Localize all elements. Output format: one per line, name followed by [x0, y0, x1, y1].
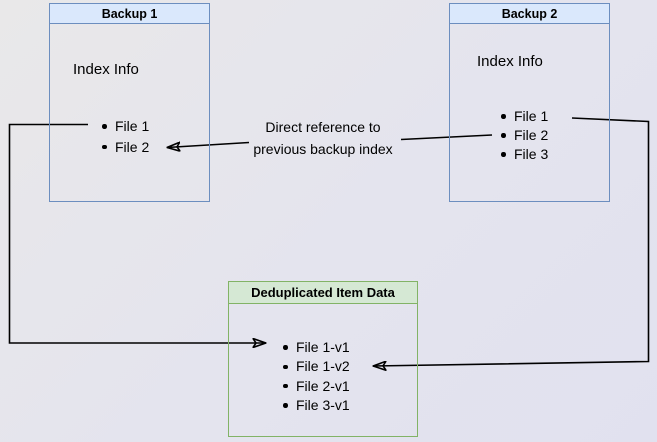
file-item: File 1 — [500, 107, 548, 126]
backup1-box: Backup 1 — [49, 3, 210, 202]
connector-direct-reference-arrow — [167, 143, 250, 148]
file-item: File 1 — [101, 116, 149, 137]
backup2-title: Backup 2 — [501, 6, 558, 21]
backup1-title: Backup 1 — [101, 6, 158, 21]
direct-reference-label: Direct reference to previous backup inde… — [243, 116, 403, 160]
file-item: File 1-v1 — [282, 338, 350, 357]
backup2-index-info-label: Index Info — [477, 53, 543, 70]
dedup-header: Deduplicated Item Data — [229, 282, 417, 304]
backup1-index-info-label: Index Info — [73, 61, 139, 78]
file-item: File 3-v1 — [282, 396, 350, 415]
backup2-box: Backup 2 — [449, 3, 610, 202]
direct-reference-label-line2: previous backup index — [253, 141, 393, 157]
backup2-header: Backup 2 — [450, 4, 609, 24]
file-item: File 2-v1 — [282, 377, 350, 396]
dedup-box: Deduplicated Item Data — [228, 281, 418, 437]
connector-backup1-file1-to-dedup-arrow — [8, 123, 267, 344]
dedup-title: Deduplicated Item Data — [251, 285, 395, 300]
file-item: File 1-v2 — [282, 357, 350, 376]
file-item: File 3 — [500, 145, 548, 164]
file-item: File 2 — [500, 126, 548, 145]
connector-backup2-file1-to-dedup-arrow — [373, 117, 650, 366]
backup1-header: Backup 1 — [50, 4, 209, 24]
direct-reference-label-line1: Direct reference to — [265, 119, 381, 135]
file-item: File 2 — [101, 137, 149, 158]
connector-direct-reference-segment-right — [400, 134, 493, 141]
